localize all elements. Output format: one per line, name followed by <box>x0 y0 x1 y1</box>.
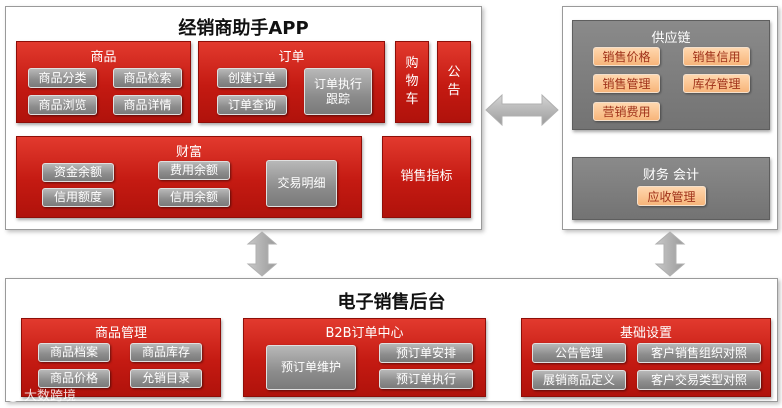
sales-credit-button[interactable]: 销售信用 <box>683 47 750 66</box>
product-mgmt-group: 商品管理 商品档案 商品库存 商品价格 允销目录 <box>21 318 221 397</box>
watermark-text: 大数跨境 <box>24 389 77 404</box>
watermark-logo-icon <box>6 387 20 402</box>
exhibit-product-define-button[interactable]: 展销商品定义 <box>532 370 626 390</box>
fund-balance-button[interactable]: 资金余额 <box>42 163 114 182</box>
allowed-catalog-button[interactable]: 允销目录 <box>130 369 202 388</box>
base-settings-group: 基础设置 公告管理 客户销售组织对照 展销商品定义 客户交易类型对照 <box>521 318 771 397</box>
product-search-button[interactable]: 商品检索 <box>113 68 182 88</box>
b2b-order-group: B2B订单中心 预订单维护 预订单安排 预订单执行 <box>243 318 486 397</box>
notice-tile[interactable]: 公 告 <box>437 41 471 123</box>
app-product-label: 商品 <box>90 50 117 65</box>
watermark: 大数跨境 <box>6 385 76 404</box>
double-arrow-vertical-left-icon <box>246 231 278 277</box>
backend-title: 电子销售后台 <box>337 292 446 313</box>
sales-indicator-tile[interactable]: 销售指标 <box>382 136 471 218</box>
product-detail-button[interactable]: 商品详情 <box>113 95 182 115</box>
create-order-button[interactable]: 创建订单 <box>217 68 287 88</box>
sales-indicator-label: 销售指标 <box>400 169 453 184</box>
sales-price-button[interactable]: 销售价格 <box>593 47 660 66</box>
product-price-button[interactable]: 商品价格 <box>38 369 110 388</box>
app-product-group: 商品 商品分类 商品检索 商品浏览 商品详情 <box>16 41 191 123</box>
sales-management-button[interactable]: 销售管理 <box>593 74 660 93</box>
preorder-schedule-button[interactable]: 预订单安排 <box>379 343 473 363</box>
finance-label: 财务 会计 <box>642 168 700 183</box>
product-category-button[interactable]: 商品分类 <box>28 68 97 88</box>
double-arrow-horizontal-icon <box>485 93 559 127</box>
credit-limit-button[interactable]: 信用额度 <box>42 188 114 207</box>
preorder-execute-button[interactable]: 预订单执行 <box>379 369 473 389</box>
transaction-detail-button[interactable]: 交易明细 <box>266 160 337 207</box>
credit-balance-button[interactable]: 信用余额 <box>158 188 230 207</box>
app-title: 经销商助手APP <box>178 18 309 39</box>
finance-group: 财务 会计 应收管理 <box>572 157 770 220</box>
app-order-group: 订单 创建订单 订单查询 订单执行 跟踪 <box>198 41 385 123</box>
inventory-management-button[interactable]: 库存管理 <box>683 74 750 93</box>
product-mgmt-label: 商品管理 <box>94 326 147 341</box>
app-order-label: 订单 <box>278 50 305 65</box>
product-browse-button[interactable]: 商品浏览 <box>28 95 97 115</box>
supply-chain-group: 供应链 销售价格 销售信用 销售管理 库存管理 营销费用 <box>572 20 770 130</box>
backend-panel: 电子销售后台 商品管理 商品档案 商品库存 商品价格 允销目录 B2B订单中心 … <box>5 278 778 402</box>
order-query-button[interactable]: 订单查询 <box>217 95 287 115</box>
cart-label: 购 物 车 <box>405 56 419 107</box>
app-wealth-label: 财富 <box>175 145 202 160</box>
double-arrow-vertical-right-icon <box>654 231 686 277</box>
supply-chain-label: 供应链 <box>651 31 691 46</box>
customer-sales-org-map-button[interactable]: 客户销售组织对照 <box>637 343 761 363</box>
notice-management-button[interactable]: 公告管理 <box>532 343 626 363</box>
product-stock-button[interactable]: 商品库存 <box>130 343 202 362</box>
product-archive-button[interactable]: 商品档案 <box>38 343 110 362</box>
preorder-maintain-button[interactable]: 预订单维护 <box>266 345 356 390</box>
app-wealth-group: 财富 资金余额 信用额度 费用余额 信用余额 交易明细 <box>16 136 362 218</box>
receivables-button[interactable]: 应收管理 <box>637 186 706 206</box>
b2b-order-label: B2B订单中心 <box>325 326 404 341</box>
order-tracking-button[interactable]: 订单执行 跟踪 <box>304 68 372 115</box>
erp-panel: 供应链 销售价格 销售信用 销售管理 库存管理 营销费用 财务 会计 应收管理 <box>562 6 778 230</box>
cart-tile[interactable]: 购 物 车 <box>395 41 429 123</box>
customer-trade-type-map-button[interactable]: 客户交易类型对照 <box>637 370 761 390</box>
marketing-expense-button[interactable]: 营销费用 <box>593 102 660 121</box>
expense-balance-button[interactable]: 费用余额 <box>158 161 230 180</box>
base-settings-label: 基础设置 <box>619 326 672 341</box>
app-panel: 经销商助手APP 商品 商品分类 商品检索 商品浏览 商品详情 订单 创建订单 … <box>5 6 482 230</box>
notice-label: 公 告 <box>447 65 461 98</box>
